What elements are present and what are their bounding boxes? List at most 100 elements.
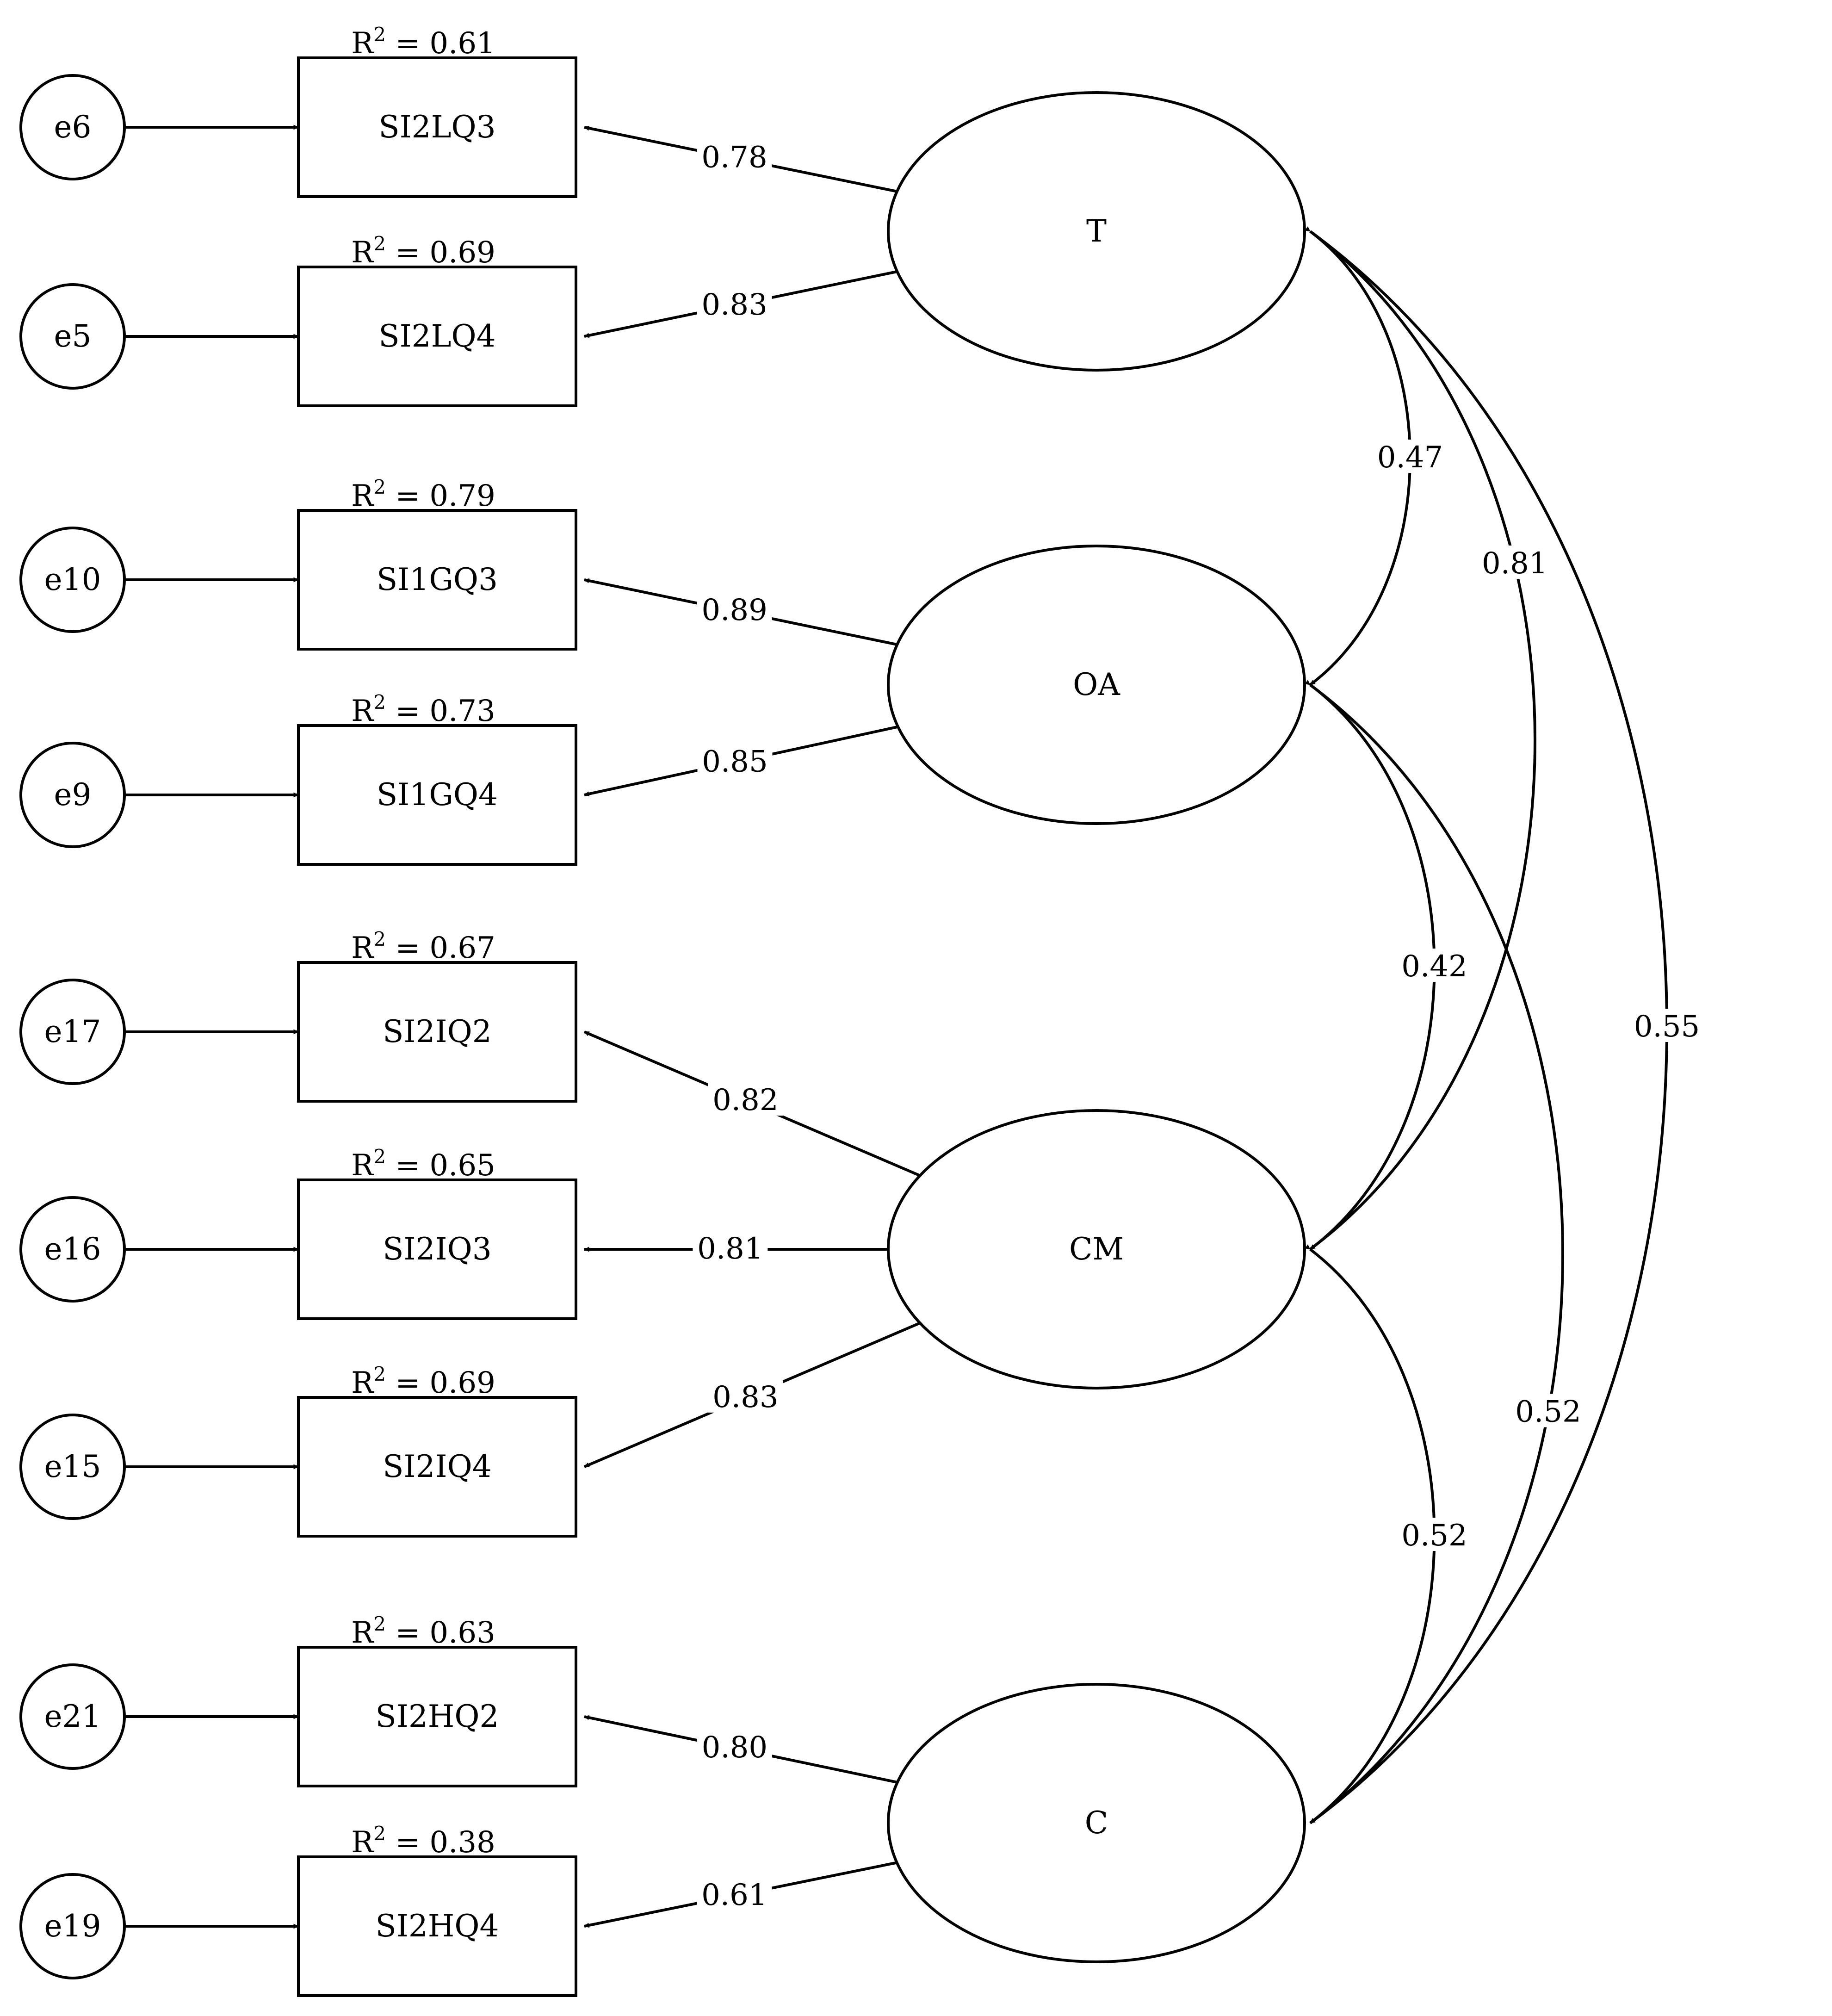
r-squared-label: R2 = 0.69 [351,232,495,270]
r-squared-label: R2 = 0.69 [351,1363,495,1400]
indicator-box-SI2IQ3 [297,1179,577,1320]
r-squared-prefix: R [351,26,374,61]
covariance-value: 0.55 [1634,1010,1700,1044]
error-node-e17 [19,979,126,1085]
error-label: e15 [44,1449,101,1484]
r-squared-value: 0.73 [429,694,495,728]
loading-value: 0.81 [697,1232,763,1266]
factor-label: CM [1069,1231,1124,1267]
r-squared-label: R2 = 0.65 [351,1145,495,1183]
r-squared-equals: = [386,26,429,61]
r-squared-prefix: R [351,1825,374,1860]
r-squared-label: R2 = 0.38 [351,1822,495,1860]
error-node-e19 [19,1873,126,1979]
r-squared-label: R2 = 0.79 [351,476,495,513]
r-squared-value: 0.69 [429,1366,495,1400]
indicator-label: SI2IQ4 [383,1449,491,1484]
loading-value-bg [697,286,772,320]
loading-value-bg [697,139,772,173]
error-node-e5 [19,283,126,390]
covariance-value-bg [1397,1518,1472,1551]
r-squared-exponent: 2 [373,1145,386,1168]
indicator-box-SI2HQ2 [297,1646,577,1787]
indicator-label: SI2IQ3 [383,1231,491,1267]
loading-value-group: 0.82 [708,1082,783,1117]
factor-ellipse-C [887,1683,1306,1963]
covariance-value: 0.52 [1401,1519,1467,1553]
loading-value-group: 0.78 [697,139,772,175]
indicator-box-SI2IQ2 [297,961,577,1103]
loading-value-bg [697,592,772,626]
covariance-value: 0.47 [1377,440,1443,475]
covariance-value-bg [1629,1009,1704,1042]
loading-value-group: 0.85 [697,744,773,779]
error-label: e6 [54,109,91,145]
indicator-box-SI2HQ4 [297,1855,577,1997]
covariance-value-group: 0.52 [1510,1394,1586,1429]
covariance-value-bg [1373,440,1448,473]
error-node-e16 [19,1196,126,1303]
loading-value: 0.85 [702,744,768,779]
loading-value: 0.82 [712,1083,779,1117]
error-node-e6 [19,74,126,180]
error-label: e5 [54,318,91,354]
indicator-label: SI2LQ4 [378,318,495,354]
r-squared-exponent: 2 [373,1822,386,1845]
error-node-e21 [19,1663,126,1770]
loading-value: 0.61 [701,1878,767,1912]
indicator-label: SI2LQ3 [378,109,495,145]
covariance-value-group: 0.55 [1629,1009,1704,1044]
covariance-value: 0.42 [1401,949,1467,984]
covariance-path-T-CM [1305,226,1536,1251]
r-squared-value: 0.69 [429,236,495,270]
r-squared-value: 0.63 [429,1616,495,1650]
loading-value-group: 0.80 [697,1730,772,1765]
covariance-value: 0.81 [1482,546,1548,581]
factor-label: C [1085,1805,1108,1841]
covariance-value-group: 0.42 [1397,949,1472,984]
r-squared-exponent: 2 [373,691,386,713]
r-squared-label: R2 = 0.73 [351,691,495,728]
r-squared-equals: = [386,1825,429,1860]
r-squared-prefix: R [351,694,374,728]
loading-value: 0.83 [712,1380,779,1414]
indicator-label: SI2IQ2 [383,1014,491,1049]
r-squared-value: 0.79 [429,479,495,513]
indicator-box-SI1GQ3 [297,509,577,651]
covariance-value-group: 0.52 [1397,1518,1472,1553]
r-squared-equals: = [386,479,429,513]
indicator-label: SI1GQ4 [377,777,498,813]
error-label: e10 [44,562,101,597]
r-squared-label: R2 = 0.61 [351,23,495,61]
loading-value-bg [708,1379,783,1413]
r-squared-exponent: 2 [373,476,386,498]
r-squared-equals: = [386,694,429,728]
r-squared-exponent: 2 [373,1363,386,1385]
loading-value: 0.78 [701,141,767,175]
indicator-box-SI1GQ4 [297,724,577,866]
covariance-value-group: 0.81 [1477,545,1553,581]
factor-label: OA [1073,667,1120,702]
r-squared-equals: = [386,1366,429,1400]
r-squared-label: R2 = 0.63 [351,1613,495,1650]
error-node-e10 [19,527,126,633]
factor-ellipse-CM [887,1109,1306,1389]
indicator-label: SI2HQ4 [376,1908,499,1944]
loading-value: 0.80 [702,1731,768,1765]
covariance-path-T-C [1305,226,1668,1824]
r-squared-equals: = [386,1616,429,1650]
error-label: e21 [44,1699,101,1734]
loading-value: 0.83 [701,288,767,322]
error-label: e16 [44,1231,101,1267]
r-squared-value: 0.67 [429,931,495,965]
indicator-box-SI2LQ3 [297,56,577,198]
r-squared-equals: = [386,236,429,270]
covariance-path-OA-C [1305,680,1564,1824]
covariance-value-bg [1477,545,1553,579]
covariance-value-group: 0.47 [1373,440,1448,475]
r-squared-exponent: 2 [373,232,386,255]
r-squared-prefix: R [351,931,374,965]
loading-value-bg [708,1082,783,1116]
covariance-value-bg [1510,1394,1586,1427]
error-node-e9 [19,742,126,848]
